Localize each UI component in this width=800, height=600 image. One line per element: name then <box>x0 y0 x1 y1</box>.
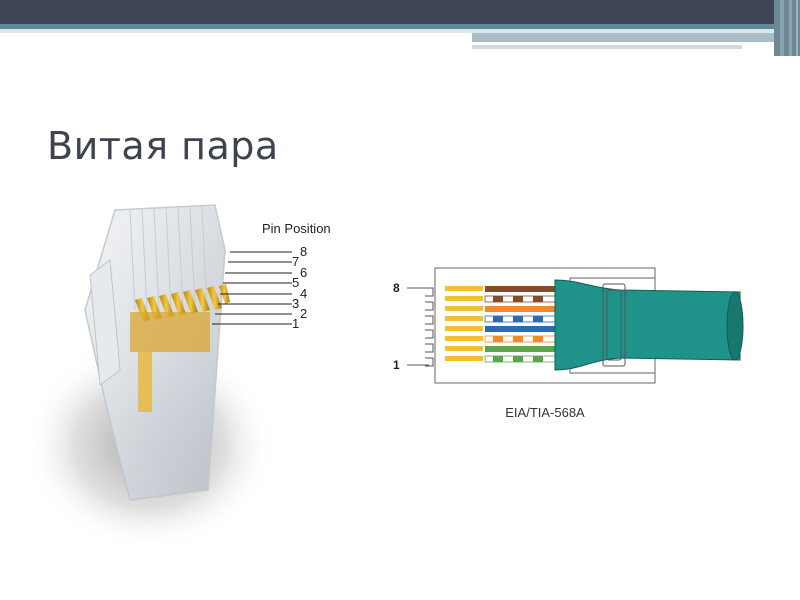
pin-number: 7 <box>292 254 299 269</box>
wiring-diagram-568a: 8 1 <box>393 267 744 420</box>
standard-label: EIA/TIA-568A <box>505 405 585 420</box>
cable-end <box>726 291 744 361</box>
wire-4-blue <box>485 326 560 332</box>
cable-clip <box>602 283 626 367</box>
wire-5-white-blue <box>484 315 561 323</box>
cable-jacket <box>554 279 741 371</box>
slide-title: Витая пара <box>47 124 279 168</box>
pin-number: 6 <box>300 265 307 280</box>
pin-number: 3 <box>292 296 299 311</box>
pin-numbers: 8 7 6 5 4 3 2 1 <box>292 244 307 331</box>
plug-body <box>84 204 226 501</box>
pin-8-label: 8 <box>393 281 400 295</box>
cable-clip-inner <box>606 289 622 361</box>
pin-stubs <box>445 286 483 361</box>
pin-number: 1 <box>292 316 299 331</box>
pin-position-heading: Pin Position <box>262 221 331 236</box>
pin-number: 5 <box>292 275 299 290</box>
wires <box>484 286 561 363</box>
pin-number: 8 <box>300 244 307 259</box>
wire-8-brown <box>485 286 560 292</box>
wire-3-white-orange <box>484 335 561 343</box>
pin-number: 2 <box>300 306 307 321</box>
pin-bracket-lines <box>425 287 434 367</box>
plug-latch <box>89 259 121 386</box>
pin-number: 4 <box>300 286 307 301</box>
pin-1-label: 1 <box>393 358 400 372</box>
wire-2-green <box>485 346 560 352</box>
wire-1-white-green <box>484 355 561 363</box>
plug-gold-contacts <box>130 284 230 412</box>
wire-7-white-brown <box>484 295 561 303</box>
plug-grooves <box>129 205 208 311</box>
wire-6-orange <box>485 306 560 312</box>
rj45-plug-illustration: Pin Position 8 7 6 5 4 3 2 1 <box>30 204 331 550</box>
header-band <box>0 0 800 56</box>
pin-indicator-lines <box>212 251 292 325</box>
